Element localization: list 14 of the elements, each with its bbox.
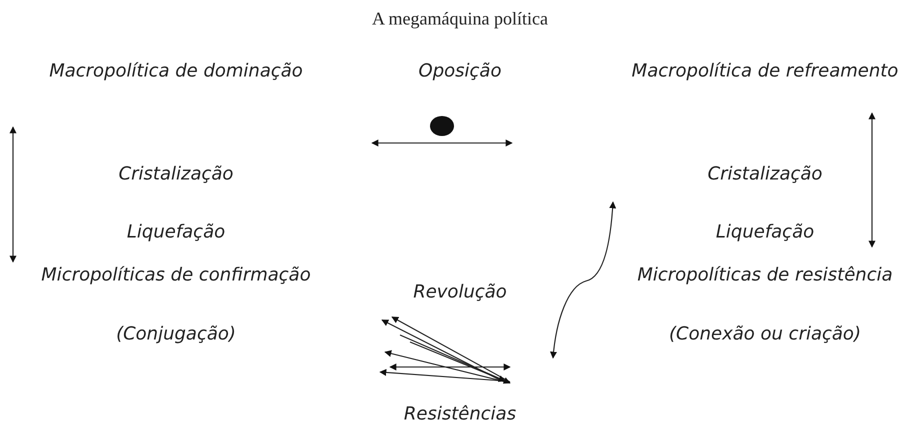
concept-label: Revolução: [413, 282, 507, 302]
concept-label: Liquefação: [716, 222, 814, 242]
concept-label: Resistências: [404, 404, 516, 424]
concept-label: Cristalização: [118, 164, 234, 184]
concept-label: Cristalização: [708, 164, 822, 184]
concept-label: Macropolítica de dominação: [49, 60, 303, 82]
concept-label: Oposição: [418, 60, 502, 82]
concept-label: Macropolítica de refreamento: [632, 60, 898, 82]
concept-label: (Conjugação): [116, 324, 236, 344]
concept-label: Micropolíticas de resistência: [637, 264, 893, 286]
concept-label: Micropolíticas de confirmação: [41, 264, 311, 286]
concept-label: (Conexão ou criação): [669, 324, 861, 344]
diagram-title: A megamáquina política: [372, 8, 548, 30]
concept-label: Liquefação: [126, 222, 226, 242]
